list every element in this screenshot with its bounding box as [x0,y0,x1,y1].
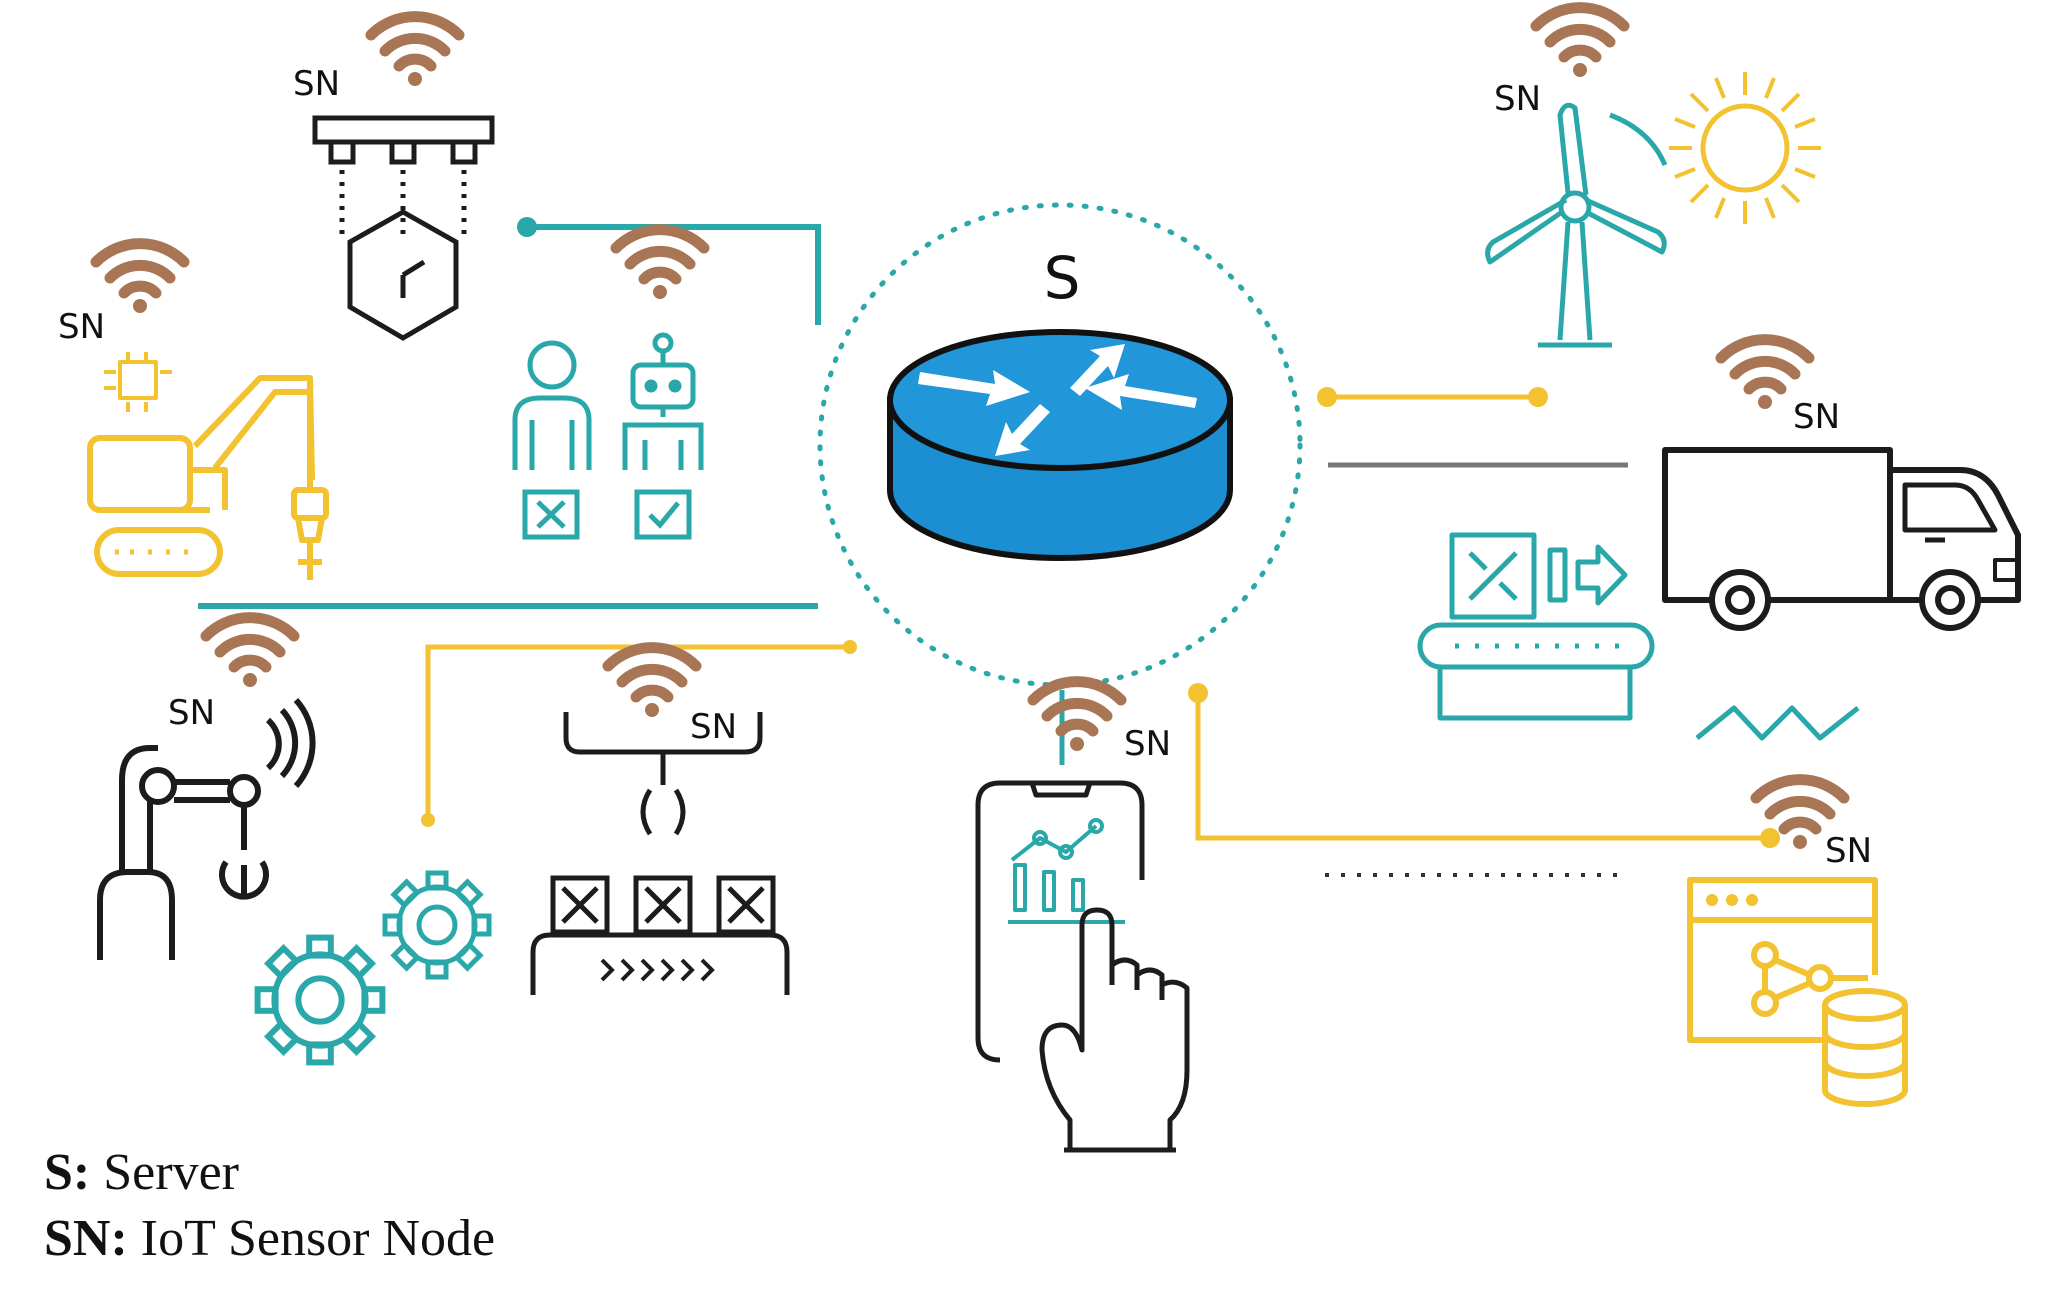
database-window-icon [1687,877,1908,1107]
delivery-truck-node: SN [1662,340,2021,631]
node-label: SN [690,707,737,747]
wind-turbine-icon [1485,102,1668,348]
excavator-icon [87,352,329,580]
wifi-icon [96,244,184,313]
conveyor-box-icon [1417,532,1655,721]
node-label: SN [1124,724,1171,764]
robot-arm-icon [97,697,316,960]
delivery-truck-icon [1662,447,2021,631]
wind-turbine-node: SN [1485,8,1821,348]
human-robot-icon [512,332,704,540]
human-robot-node [512,230,704,540]
vacuum-gripper-node: SN [293,17,495,341]
sun-icon [1669,72,1821,224]
conveyor-sorter-icon [530,712,790,995]
wifi-icon [616,230,704,299]
connection-lines [198,217,1780,877]
node-label: SN [1825,831,1872,871]
yellow-link-right-top [1317,387,1548,407]
yellow-link-left [421,640,857,827]
legend-node: SN: IoT Sensor Node [44,1206,495,1272]
wifi-icon [1033,682,1121,751]
node-label: SN [293,64,340,104]
wifi-icon [1536,8,1624,77]
teal-link-top [517,217,821,325]
legend: S: Server SN: IoT Sensor Node [44,1140,495,1272]
robot-arm-node: SN [97,618,316,960]
server-node: S [817,202,1303,688]
conveyor-sorter-node: SN [530,648,790,995]
legend-node-key: SN: [44,1210,128,1267]
smartphone-node: SN [975,682,1190,1153]
wifi-icon [371,17,459,86]
database-window-node: SN [1687,780,1908,1107]
smartphone-touch-icon [975,780,1190,1153]
wifi-icon [608,648,696,717]
legend-node-text: IoT Sensor Node [127,1210,496,1267]
node-label: SN [58,307,105,347]
wifi-icon [206,618,294,687]
yellow-link-bottom [1188,683,1780,848]
node-label: SN [1494,79,1541,119]
vacuum-gripper-icon [312,115,495,341]
legend-server: S: Server [44,1140,495,1206]
legend-server-text: Server [90,1144,239,1201]
router-icon [887,329,1233,561]
server-label: S [1044,244,1081,312]
zigzag-icon [1695,705,1860,741]
node-label: SN [1793,397,1840,437]
gears-icon [258,873,489,1062]
node-label: SN [168,693,215,733]
excavator-node: SN [58,244,329,580]
legend-server-key: S: [44,1144,91,1201]
